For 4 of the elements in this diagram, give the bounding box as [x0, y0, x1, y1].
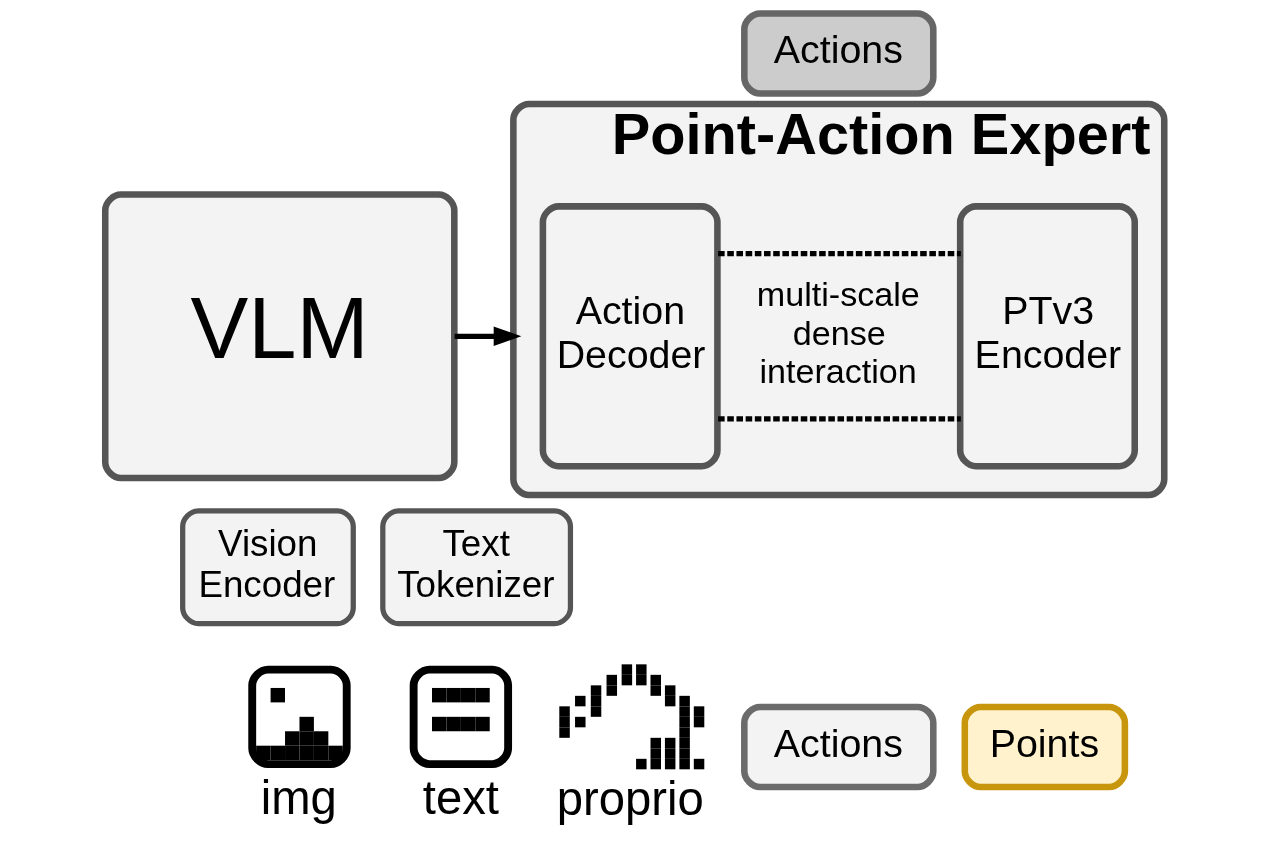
label: multi-scale dense interaction	[756, 275, 920, 390]
node-label: proprio	[556, 771, 704, 825]
node-label: img	[260, 770, 337, 824]
node-label: text	[422, 770, 499, 824]
